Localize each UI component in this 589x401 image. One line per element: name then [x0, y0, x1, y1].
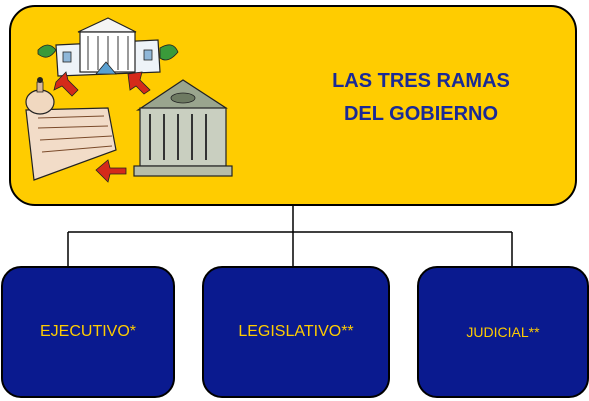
branch-judicial: JUDICIAL**: [417, 266, 589, 398]
branch-legislativo-label: LEGISLATIVO**: [238, 323, 354, 340]
root-title: LAS TRES RAMAS DEL GOBIERNO: [289, 65, 553, 131]
root-title-line-2: DEL GOBIERNO: [343, 103, 499, 125]
root-title-line-1: LAS TRES RAMAS: [332, 70, 510, 92]
government-buildings-clipart-icon: [25, 17, 233, 183]
red-arrows-icon: [53, 71, 151, 183]
branch-legislativo: LEGISLATIVO**: [202, 266, 390, 398]
capitol-icon: [25, 77, 117, 181]
branch-judicial-label: JUDICIAL**: [466, 324, 540, 340]
supreme-court-icon: [133, 79, 233, 177]
white-house-icon: [37, 17, 179, 77]
branch-ejecutivo: EJECUTIVO*: [1, 266, 175, 398]
branch-ejecutivo-label: EJECUTIVO*: [39, 323, 136, 340]
